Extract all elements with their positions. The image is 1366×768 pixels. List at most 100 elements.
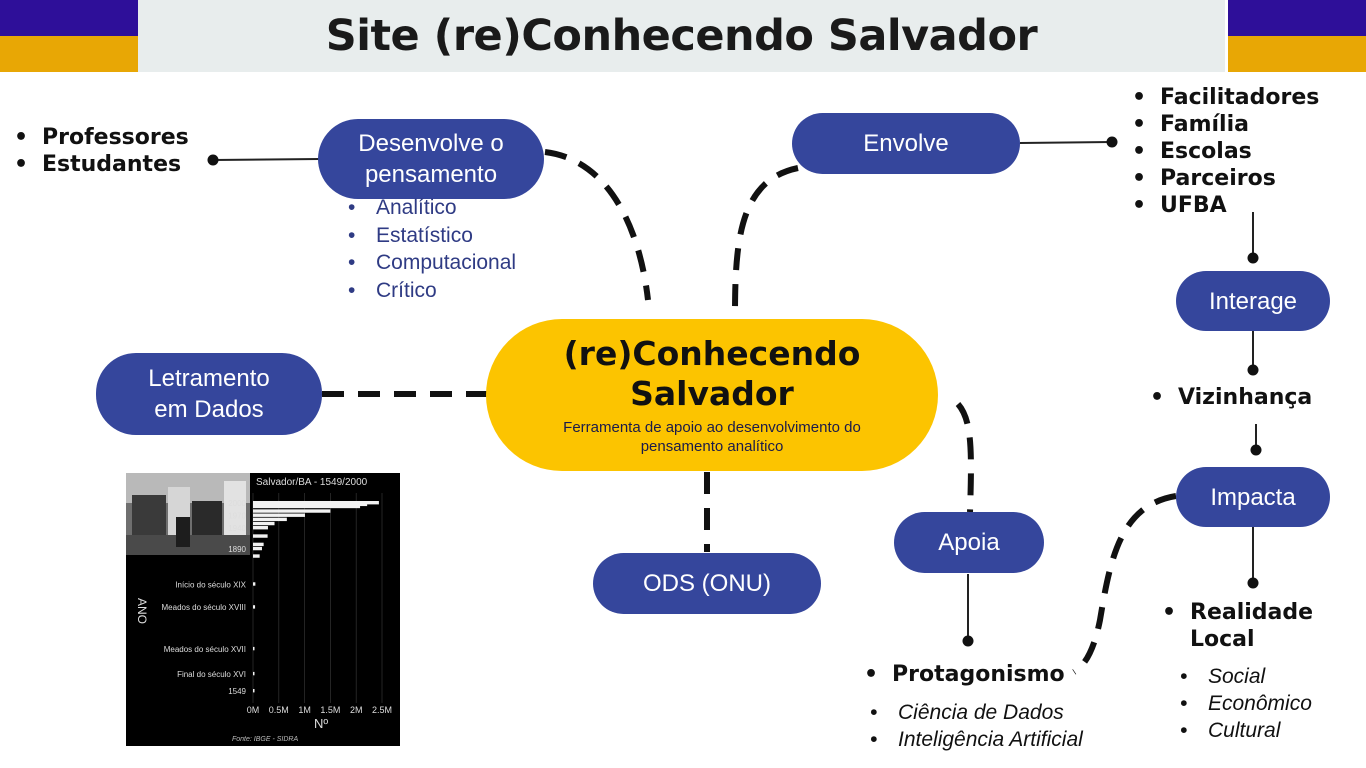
list-item: Estudantes [12, 151, 189, 178]
chart-bar [253, 605, 256, 609]
node-envolve-label: Envolve [863, 130, 949, 157]
node-impacta: Impacta [1176, 467, 1330, 527]
page-title: Site (re)Conhecendo Salvador [325, 11, 1038, 61]
node-ods-label: ODS (ONU) [643, 570, 771, 597]
list-tecnologias: Ciência de Dados Inteligência Artificial [868, 699, 1083, 753]
list-vizinhanca: Vizinhança [1148, 384, 1312, 411]
list-item: Computacional [346, 249, 516, 277]
list-item: Facilitadores [1130, 84, 1319, 111]
chart-category-label: Final do século XVI [177, 670, 246, 679]
chart-bar [253, 513, 305, 517]
node-interage-label: Interage [1208, 287, 1298, 315]
chart-bar [253, 554, 260, 558]
list-envolvidos: Facilitadores Família Escolas Parceiros … [1130, 84, 1319, 219]
node-apoia-label: Apoia [938, 529, 1000, 556]
chart-bar [253, 542, 264, 547]
chart-bar [253, 546, 262, 551]
chart-bar [253, 509, 331, 513]
chart-category-label: 1890 [228, 545, 246, 554]
list-item: Analítico [346, 194, 516, 222]
dashed-connector-envolve [732, 165, 799, 316]
connector-dot [962, 635, 974, 647]
list-item: Parceiros [1130, 165, 1319, 192]
connector-dot [1247, 577, 1259, 589]
connector-dot [1250, 444, 1262, 456]
chart-source-note: Fonte: IBGE - SIDRA [232, 736, 298, 743]
corner-gold-band [0, 36, 138, 72]
list-item: Realidade Local [1160, 599, 1313, 653]
connector-publico [212, 158, 321, 161]
connector-envolvidos [1019, 141, 1113, 144]
node-apoia: Apoia [894, 512, 1044, 573]
header-corner-right [1228, 0, 1366, 72]
chart-category-label: 1940 [228, 524, 246, 533]
chart-grid [252, 493, 383, 703]
list-protagonismo: Protagonismo [862, 661, 1065, 688]
title-bar: Site (re)Conhecendo Salvador [138, 0, 1225, 72]
chart-x-tick: 1M [298, 705, 311, 715]
chart-bar [253, 504, 361, 509]
chart-bar [253, 526, 268, 530]
chart-bar [253, 582, 256, 586]
connector-dot [207, 154, 219, 166]
chart-bar [253, 671, 255, 676]
chart-x-tick: 1.5M [320, 705, 340, 715]
chart-category-label: 1970 [228, 512, 246, 521]
chart-bar [253, 689, 255, 693]
connector-dot [1247, 364, 1259, 376]
node-interage: Interage [1176, 271, 1330, 331]
list-item: Inteligência Artificial [868, 726, 1083, 753]
chart-category-label: Início do século XIX [175, 580, 246, 589]
list-item: Família [1130, 111, 1319, 138]
list-pensamento: Analítico Estatístico Computacional Crít… [346, 194, 516, 304]
list-item: Econômico [1178, 690, 1312, 717]
chart-category-label: 2000 [228, 499, 246, 508]
chart-bar [253, 521, 275, 526]
list-item: Cultural [1178, 717, 1312, 744]
connector-dot [1106, 136, 1118, 148]
list-item: Crítico [346, 277, 516, 305]
chart-x-tick: 0.5M [269, 705, 289, 715]
chart-bar [253, 517, 287, 522]
node-letramento: Letramento em Dados [96, 353, 322, 435]
list-realidade: Realidade Local [1160, 599, 1313, 653]
city-photo-image [126, 473, 250, 555]
chart-bars [253, 501, 379, 693]
node-impacta-label: Impacta [1210, 483, 1296, 511]
chart-bar [253, 534, 268, 538]
list-item: Ciência de Dados [868, 699, 1083, 726]
chart-x-tick: 2.5M [372, 705, 392, 715]
node-desenvolve: Desenvolve o pensamento [318, 119, 544, 199]
dashed-connector-apoia [955, 402, 974, 513]
corner-gold-band [1228, 36, 1366, 72]
center-node: (re)Conhecendo Salvador Ferramenta de ap… [486, 319, 938, 471]
list-publico: Professores Estudantes [12, 124, 189, 178]
center-title: (re)Conhecendo Salvador [563, 334, 861, 413]
header-corner-left [0, 0, 138, 72]
list-item: Vizinhança [1148, 384, 1312, 411]
list-dimensoes: Social Econômico Cultural [1178, 663, 1312, 744]
chart-x-tick: 2M [350, 705, 363, 715]
list-item: Social [1178, 663, 1312, 690]
list-item: Professores [12, 124, 189, 151]
list-item: UFBA [1130, 192, 1319, 219]
node-desenvolve-label: Desenvolve o pensamento [358, 130, 504, 188]
corner-purple-band [0, 0, 138, 36]
connector-dot [1247, 252, 1259, 264]
list-item: Protagonismo [862, 661, 1065, 688]
dashed-connector-desenvolve [544, 149, 651, 301]
chart-bar [253, 646, 255, 651]
node-ods: ODS (ONU) [593, 553, 821, 614]
chart-x-axis-label: Nº [314, 716, 328, 731]
corner-purple-band [1228, 0, 1366, 36]
chart-bar [253, 501, 379, 505]
list-item: Escolas [1130, 138, 1319, 165]
node-envolve: Envolve [792, 113, 1020, 174]
chart-y-axis-label: ANO [135, 598, 149, 624]
node-letramento-label: Letramento em Dados [148, 365, 270, 423]
chart-category-label: Meados do século XVIII [162, 603, 247, 612]
